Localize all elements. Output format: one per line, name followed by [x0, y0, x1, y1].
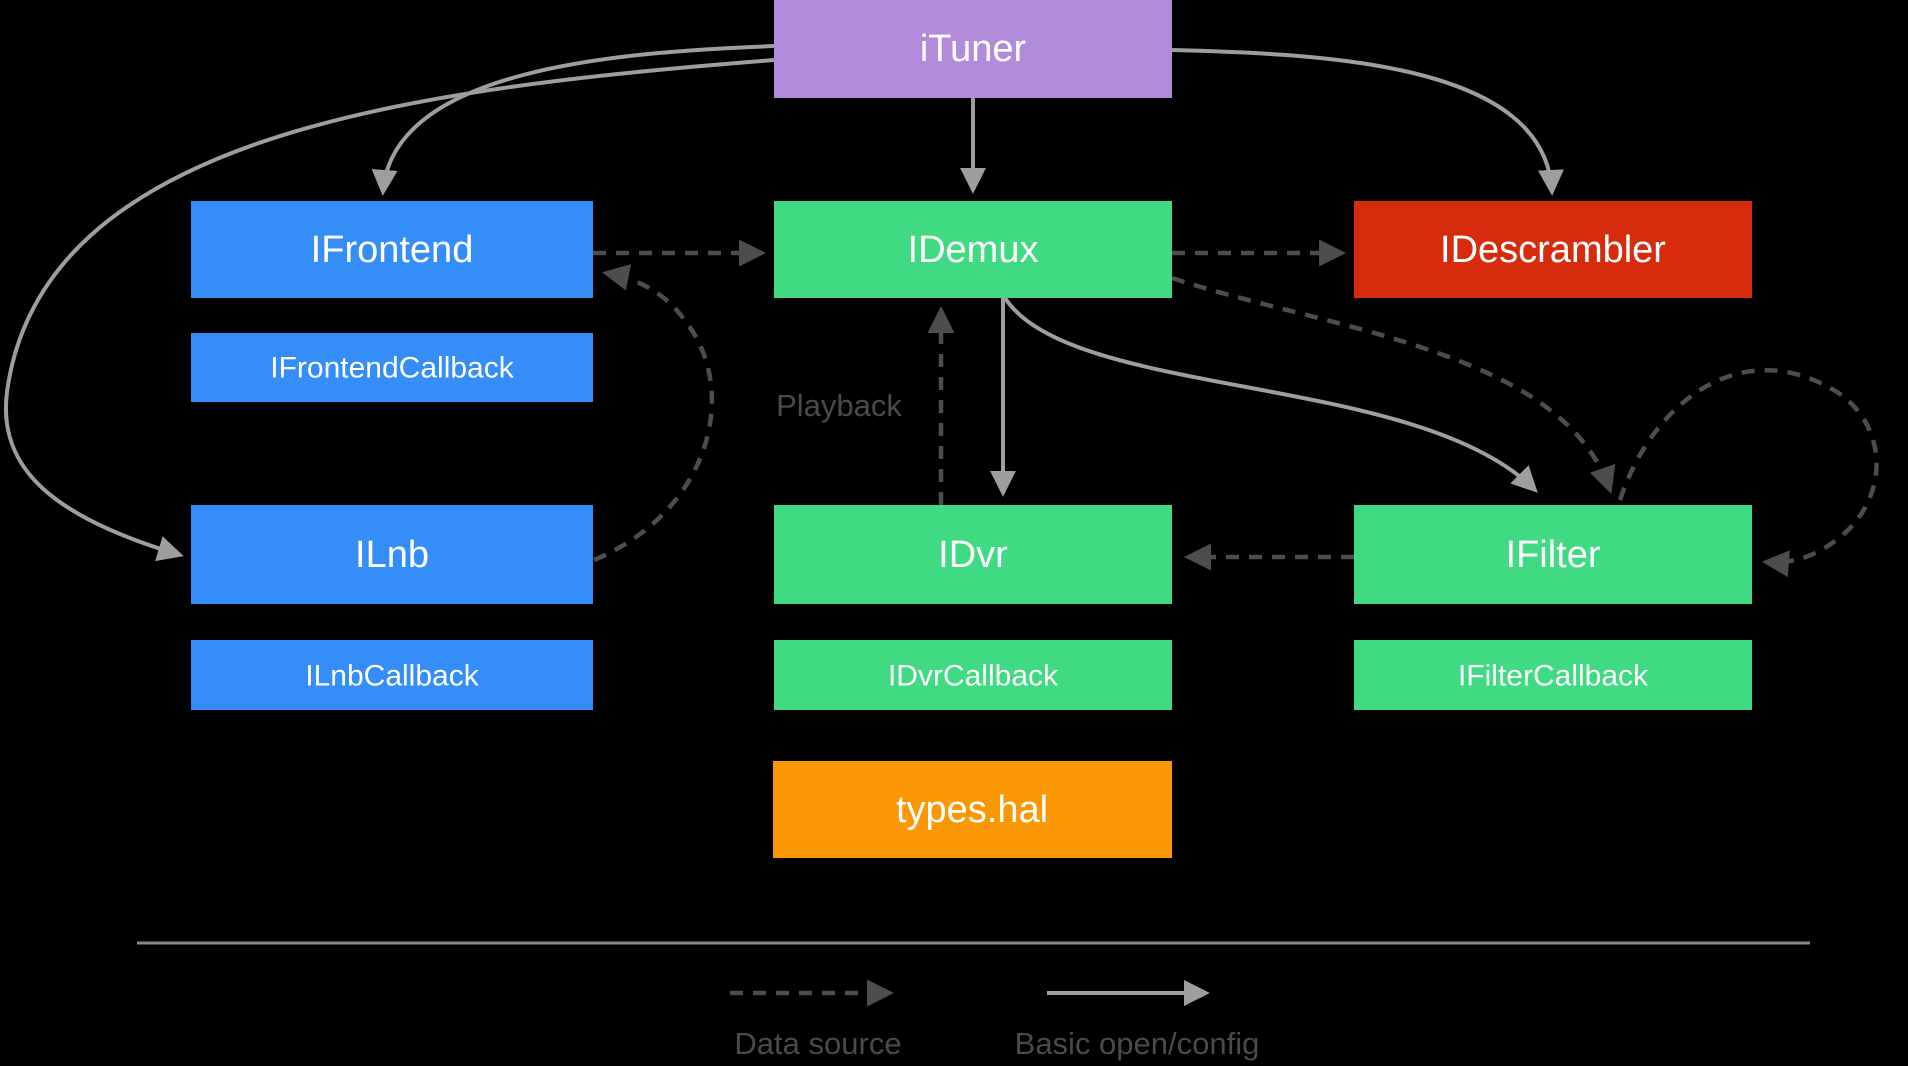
- node-ifilter-callback-box: [1354, 640, 1752, 710]
- node-ilnb-label: ILnb: [355, 534, 429, 576]
- node-ifilter-label: IFilter: [1506, 534, 1601, 576]
- node-ifrontend-box: [191, 201, 593, 298]
- node-ifilter: IFilter: [1354, 505, 1752, 604]
- node-ifilter-callback-label: IFilterCallback: [1458, 660, 1649, 693]
- node-ifrontend-label: IFrontend: [311, 229, 474, 271]
- node-ilnb: ILnb: [191, 505, 593, 604]
- node-idvr-callback-label: IDvrCallback: [888, 660, 1059, 693]
- arrow-ilnb-to-ifrontend: [593, 264, 715, 563]
- node-types-hal-box: [773, 761, 1172, 858]
- node-ilnb-box: [191, 505, 593, 604]
- node-idescrambler: IDescrambler: [1354, 201, 1752, 298]
- node-idescrambler-box: [1354, 201, 1752, 298]
- arrow-ifilter-self-loop: [1617, 367, 1879, 578]
- arrow-idemux-to-ifilter: [1003, 296, 1538, 493]
- node-ilnb-callback-box: [191, 640, 593, 710]
- legend-solid-label: Basic open/config: [1015, 1026, 1260, 1061]
- node-idvr: IDvr: [774, 505, 1172, 604]
- node-ifrontend-callback-box: [191, 333, 593, 402]
- node-ifilter-box: [1354, 505, 1752, 604]
- node-ituner-label: iTuner: [920, 28, 1027, 70]
- node-ituner: iTuner: [774, 0, 1172, 98]
- node-idemux-label: IDemux: [908, 229, 1039, 271]
- node-idvr-label: IDvr: [938, 534, 1008, 576]
- node-ilnb-callback: ILnbCallback: [191, 640, 593, 710]
- playback-annotation: Playback: [776, 388, 902, 423]
- node-ifrontend-callback-label: IFrontendCallback: [270, 352, 514, 385]
- node-idvr-callback-box: [774, 640, 1172, 710]
- node-types-hal: types.hal: [773, 761, 1172, 858]
- node-idemux-box: [774, 201, 1172, 298]
- node-ilnb-callback-label: ILnbCallback: [305, 660, 479, 693]
- node-ifrontend-callback: IFrontendCallback: [191, 333, 593, 402]
- arrow-idemux-to-ifilter-data: [1171, 275, 1616, 494]
- node-ituner-box: [774, 0, 1172, 98]
- node-idvr-callback: IDvrCallback: [774, 640, 1172, 710]
- node-ifrontend: IFrontend: [191, 201, 593, 298]
- node-idescrambler-label: IDescrambler: [1440, 229, 1666, 271]
- legend: Data source Basic open/config: [730, 979, 1260, 1061]
- arrow-ituner-to-idescrambler: [1171, 48, 1564, 196]
- node-idemux: IDemux: [774, 201, 1172, 298]
- node-ifilter-callback: IFilterCallback: [1354, 640, 1752, 710]
- arrow-ituner-to-ilnb: [3, 58, 775, 562]
- legend-dashed-label: Data source: [734, 1026, 901, 1061]
- node-idvr-box: [774, 505, 1172, 604]
- arrow-ituner-to-ifrontend: [371, 44, 775, 196]
- node-types-hal-label: types.hal: [896, 789, 1048, 831]
